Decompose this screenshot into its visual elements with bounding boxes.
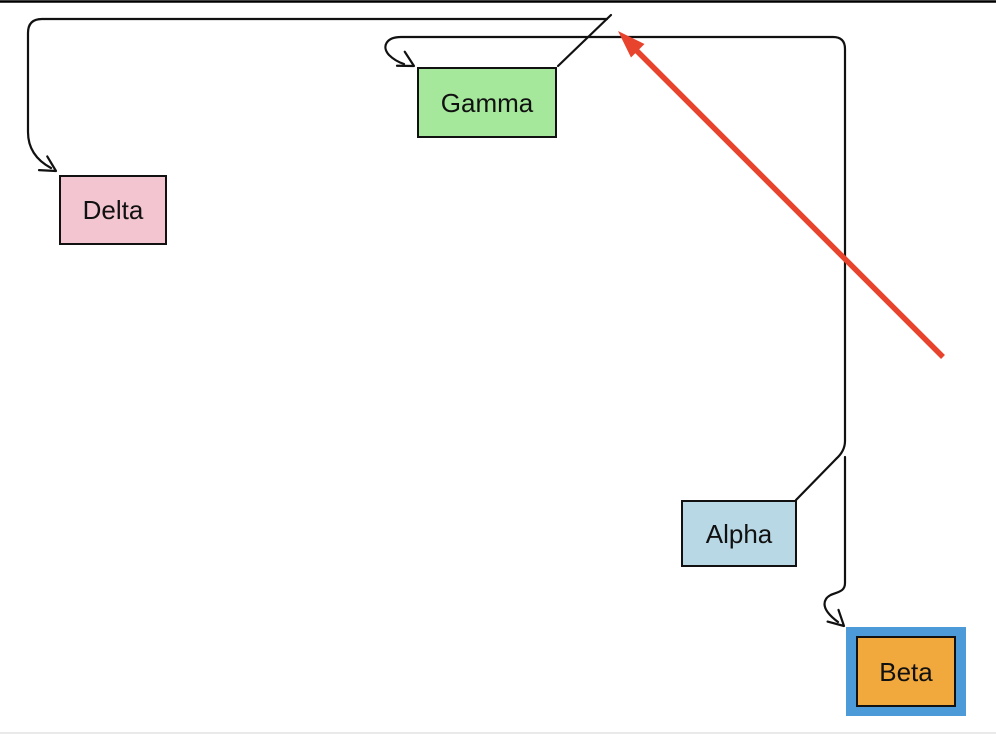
arrowhead-into-delta-icon <box>37 155 58 173</box>
node-beta-selection-highlight: Beta <box>846 627 966 716</box>
node-delta[interactable]: Delta <box>59 175 167 245</box>
node-beta[interactable]: Beta <box>856 636 956 707</box>
red-annotation-arrow <box>618 31 945 359</box>
red-arrow-shaft <box>635 49 945 359</box>
arrowhead-into-beta-icon <box>826 608 846 628</box>
arrowhead-into-gamma-icon <box>395 50 416 68</box>
node-gamma-label: Gamma <box>440 87 534 118</box>
edge-alpha-to-gamma <box>384 35 847 502</box>
node-alpha-label: Alpha <box>705 518 773 549</box>
edge-alpha-to-beta <box>823 455 847 624</box>
node-beta-label: Beta <box>879 656 933 687</box>
red-arrowhead-icon <box>618 31 645 58</box>
node-gamma[interactable]: Gamma <box>417 67 557 138</box>
edge-gamma-to-delta-diagonal <box>556 13 613 68</box>
node-delta-label: Delta <box>82 195 144 225</box>
edge-gamma-to-delta <box>26 17 609 170</box>
node-alpha[interactable]: Alpha <box>681 500 797 567</box>
edge-group <box>26 13 847 628</box>
